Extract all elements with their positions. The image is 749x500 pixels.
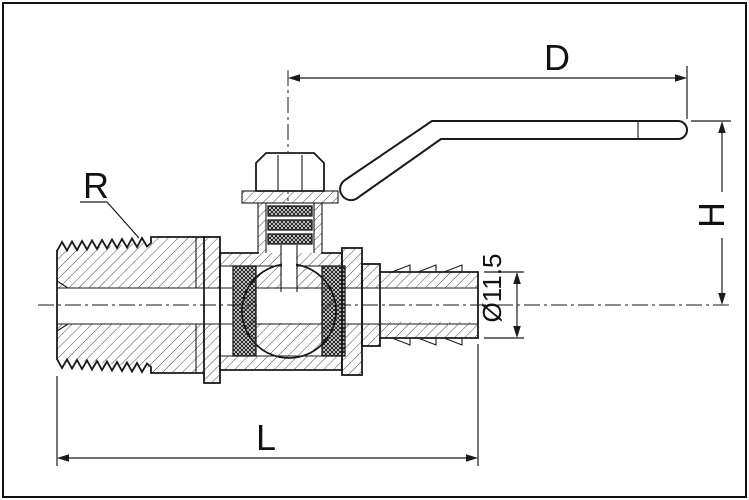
stem-packing	[241, 190, 339, 292]
outlet-hose-barb	[379, 264, 479, 346]
dimension-l: L	[56, 344, 479, 466]
dim-dia-arrow-top	[513, 272, 521, 284]
valve-body	[203, 236, 381, 384]
gland-flange	[241, 190, 339, 204]
packing-nut	[255, 152, 325, 192]
left-seat-seal	[232, 265, 257, 357]
bore-chamfer	[56, 280, 69, 332]
dim-dia-extensions	[484, 271, 524, 339]
thread-profile-top	[55, 236, 205, 253]
dim-h-arrow-top	[718, 121, 726, 133]
barb-ridges-bottom	[391, 337, 463, 346]
dim-h-arrow-bottom	[718, 293, 726, 305]
packing-ring	[267, 219, 313, 231]
seats	[232, 265, 346, 357]
dim-h-label: H	[691, 202, 732, 228]
dimension-diameter: Ø11.5	[477, 254, 524, 339]
dim-d-label: D	[544, 37, 570, 78]
label-r-leader: R	[80, 165, 140, 239]
dim-d-arrow-right	[675, 74, 687, 82]
hex-nut	[255, 152, 325, 192]
barb-ridges-top	[391, 264, 463, 273]
packing-ring	[267, 233, 313, 245]
dim-l-extensions	[56, 344, 479, 466]
dim-dia-label: Ø11.5	[477, 254, 507, 323]
handle-lever	[339, 120, 688, 202]
ball-bore	[257, 289, 321, 323]
dim-l-label: L	[256, 417, 276, 458]
right-seat-seal	[321, 265, 346, 357]
hex-nut-facets	[277, 155, 303, 191]
dim-r-label: R	[83, 165, 109, 206]
r-leader-line	[80, 201, 140, 239]
dim-l-arrow-right	[466, 454, 478, 462]
body-outline	[219, 252, 343, 371]
outlet-collar	[361, 263, 381, 347]
packing-ring	[267, 205, 313, 217]
thread-profile-bottom	[55, 357, 205, 374]
dimension-h: H	[691, 120, 732, 305]
bore-lines	[57, 287, 478, 325]
handle	[339, 120, 688, 202]
dimension-d: D	[288, 37, 688, 119]
dim-dia-arrow-bottom	[513, 326, 521, 338]
neck-walls	[257, 203, 323, 253]
stem	[280, 245, 298, 292]
dim-l-arrow-left	[57, 454, 69, 462]
left-threaded-connector	[55, 236, 205, 374]
dim-d-arrow-left	[288, 74, 300, 82]
